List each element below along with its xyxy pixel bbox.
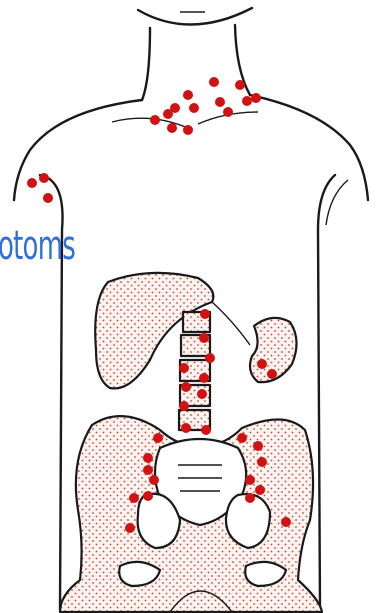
spleen-lesion — [257, 359, 267, 369]
caption-fragment: otoms — [0, 226, 75, 266]
head-outline — [138, 8, 252, 25]
liver-spleen-connector — [212, 302, 250, 345]
spine-lesion — [179, 363, 189, 373]
spine-lesion — [181, 423, 191, 433]
pelvis-lesion — [255, 485, 265, 495]
neck-lesion — [209, 77, 219, 87]
shoulder-lesion — [27, 178, 37, 188]
neck-lesion — [215, 97, 225, 107]
pelvis-lesion — [237, 433, 247, 443]
pelvis-lesion — [245, 475, 255, 485]
pelvis-lesion — [143, 453, 153, 463]
neck-lesion — [189, 103, 199, 113]
neck-lesion — [223, 107, 233, 117]
spine-lesion — [205, 353, 215, 363]
pelvis-lesion — [281, 517, 291, 527]
shoulder-lesion — [43, 193, 53, 203]
neck-lesion — [170, 103, 180, 113]
spine-lesion — [201, 425, 211, 435]
pelvis-lesion — [253, 441, 263, 451]
pelvis-lesion — [143, 465, 153, 475]
pelvis-lesion — [257, 457, 267, 467]
pelvis-lesion — [143, 491, 153, 501]
right-armpit-line — [326, 180, 348, 225]
spine-lesion — [181, 382, 191, 392]
spine-lesion — [200, 309, 210, 319]
right-arm-inner — [318, 175, 335, 610]
spine-lesion — [199, 333, 209, 343]
neck-lesion — [150, 115, 160, 125]
neck-lesion — [183, 90, 193, 100]
spleen-lesion — [267, 369, 277, 379]
pelvis-lesion — [125, 523, 135, 533]
neck-lesion — [183, 125, 193, 135]
pelvis-lesion — [149, 475, 159, 485]
shoulder-lesion — [39, 173, 49, 183]
pelvis-lesion — [129, 493, 139, 503]
pelvis-lesion — [153, 433, 163, 443]
pelvis-lesion — [245, 493, 255, 503]
neck-lesion — [251, 93, 261, 103]
neck-lesion — [242, 96, 252, 106]
spine-lesion — [179, 401, 189, 411]
neck-lesion — [167, 123, 177, 133]
right-shoulder-outline — [250, 95, 368, 200]
spine-lesion — [199, 373, 209, 383]
neck-left — [142, 28, 150, 100]
spine-lesion — [197, 389, 207, 399]
neck-lesion — [235, 80, 245, 90]
